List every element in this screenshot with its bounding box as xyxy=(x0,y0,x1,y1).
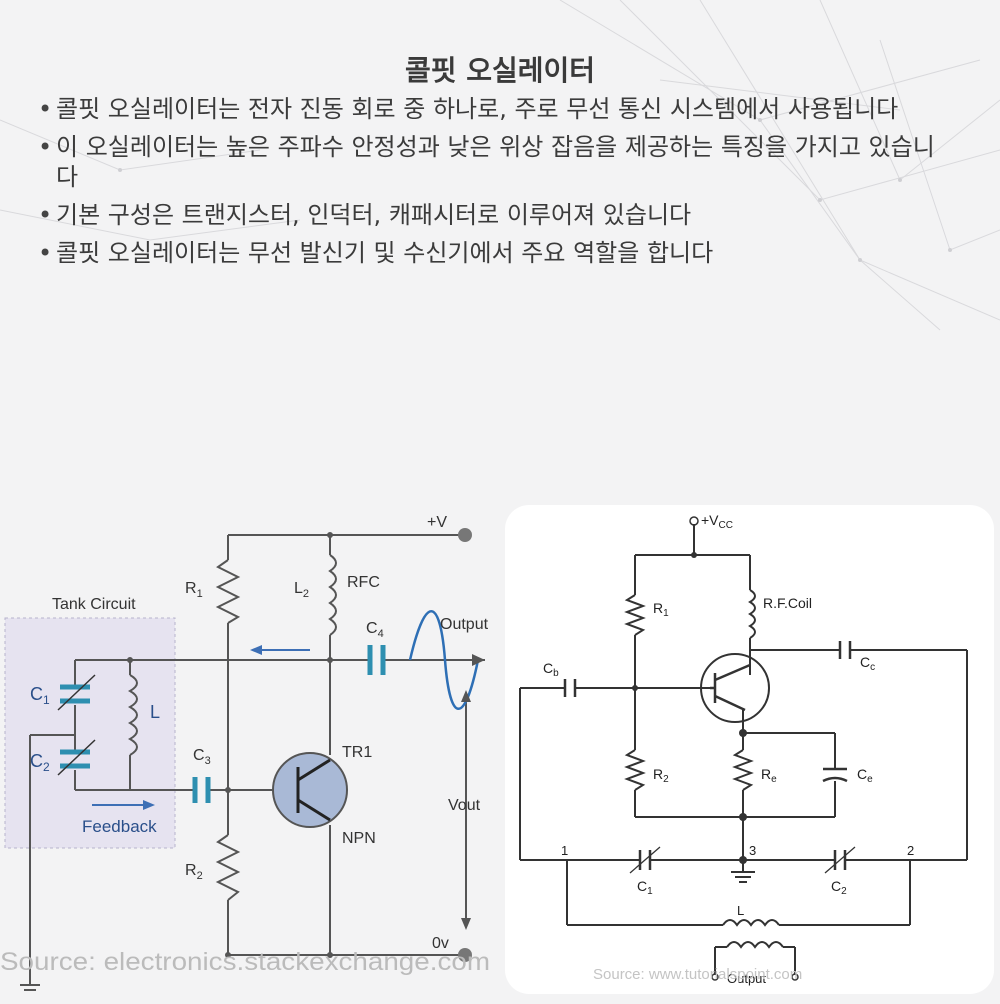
node-2-label: 2 xyxy=(907,843,914,858)
bullet-item: 콜핏 오실레이터는 무선 발신기 및 수신기에서 주요 역할을 합니다 xyxy=(38,238,938,268)
npn-label: NPN xyxy=(342,830,376,847)
left-source-watermark: Source: electronics.stackexchange.com xyxy=(0,948,490,976)
colpitts-circuit-right: +VCC R1 R.F.Coil Cc Cb R2 Re Ce C1 C2 1 … xyxy=(505,505,994,994)
cb-label: Cb xyxy=(543,660,559,679)
node-3-label: 3 xyxy=(749,843,756,858)
bullet-item: 기본 구성은 트랜지스터, 인덕터, 캐패시터로 이루어져 있습니다 xyxy=(38,200,938,230)
c3-label: C3 xyxy=(193,747,211,767)
cc-label: Cc xyxy=(860,654,875,673)
r2-label: R2 xyxy=(185,862,203,882)
left-circuit-svg: Tank Circuit xyxy=(0,496,1000,991)
output-label: Output xyxy=(440,616,489,633)
tr1-label: TR1 xyxy=(342,744,372,761)
feedback-label: Feedback xyxy=(82,817,157,836)
transistor xyxy=(700,653,770,723)
l-label: L xyxy=(150,702,160,722)
c2-label: C2 xyxy=(30,751,50,774)
tank-circuit-box xyxy=(4,617,176,849)
bullet-item: 이 오실레이터는 높은 주파수 안정성과 낮은 위상 잡음을 제공하는 특징을 … xyxy=(38,132,938,192)
node-1-label: 1 xyxy=(561,843,568,858)
rfc-label: RFC xyxy=(347,574,380,591)
bullet-item: 콜핏 오실레이터는 전자 진동 회로 중 하나로, 주로 무선 통신 시스템에서… xyxy=(38,94,938,124)
r2-label-right: R2 xyxy=(653,766,669,785)
rf-coil-label: R.F.Coil xyxy=(763,595,812,611)
right-circuit-svg: +VCC R1 R.F.Coil Cc Cb R2 Re Ce C1 C2 1 … xyxy=(519,512,968,986)
c4-label: C4 xyxy=(366,620,384,640)
bullet-list: 콜핏 오실레이터는 전자 진동 회로 중 하나로, 주로 무선 통신 시스템에서… xyxy=(38,94,938,276)
l2-label: L2 xyxy=(294,580,309,600)
c1-label: C1 xyxy=(30,684,50,707)
ce-label: Ce xyxy=(857,766,873,785)
l-label-right: L xyxy=(737,903,744,918)
ground-label: 0v xyxy=(432,935,449,952)
right-source-watermark: Source: www.tutorialspoint.com xyxy=(593,966,802,983)
output-label-right: Output xyxy=(727,971,766,986)
tank-circuit-label: Tank Circuit xyxy=(52,596,136,613)
colpitts-circuit-left: Tank Circuit xyxy=(0,496,1000,1000)
c2-label-right: C2 xyxy=(831,878,847,897)
re-label: Re xyxy=(761,766,777,785)
vout-label: Vout xyxy=(448,797,481,814)
r1-label: R1 xyxy=(185,580,203,600)
transistor-tr1 xyxy=(272,752,348,828)
vcc-label: +VCC xyxy=(701,512,733,531)
supply-label: +V xyxy=(427,514,447,531)
r1-label-right: R1 xyxy=(653,600,669,619)
c1-label-right: C1 xyxy=(637,878,653,897)
slide-title: 콜핏 오실레이터 xyxy=(404,53,596,87)
